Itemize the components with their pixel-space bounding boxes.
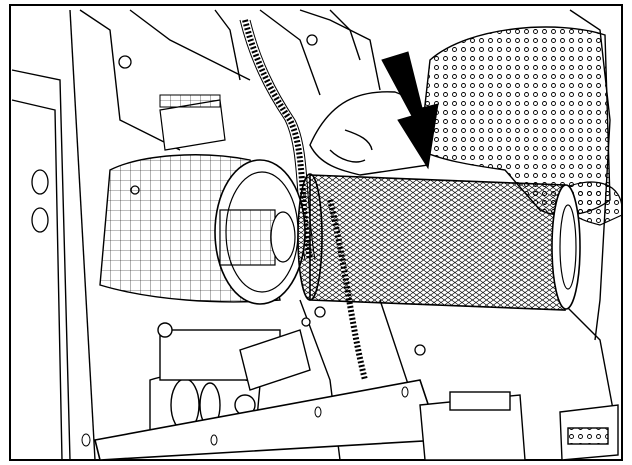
mounting-bracket — [419, 391, 619, 461]
insertion-arrow — [381, 51, 439, 170]
panel-bolts — [31, 34, 585, 425]
air-filter-element — [297, 173, 581, 311]
technician-arm — [419, 26, 623, 226]
filter-housing — [99, 94, 306, 305]
engine-frame — [11, 9, 616, 461]
